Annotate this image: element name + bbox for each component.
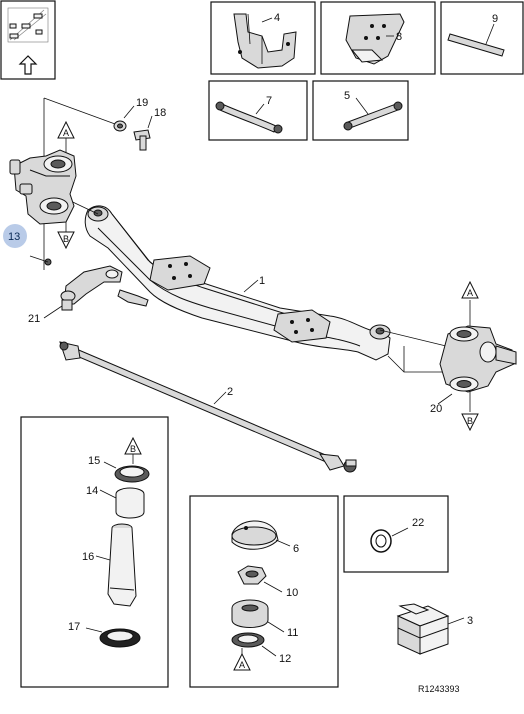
figure-reference-code: R1243393: [418, 684, 460, 694]
package-part-3: 3: [396, 603, 473, 655]
orientation-box: [0, 0, 56, 80]
callout-18: 18: [154, 107, 166, 119]
tie-rod-part-2: 2: [59, 341, 357, 473]
inset-box-9: 9: [440, 1, 524, 75]
marker-b-left: B: [57, 231, 75, 250]
axle-beam-part-1: 1: [84, 205, 391, 361]
callout-17: 17: [68, 621, 80, 633]
callout-10: 10: [286, 587, 298, 599]
steering-knuckle-right: 20: [430, 325, 517, 415]
callout-7: 7: [266, 95, 272, 107]
bearing-kit-box: 6 10 11 12 A: [189, 495, 339, 688]
marker-b-kit-label: B: [130, 444, 136, 454]
callout-22: 22: [412, 517, 424, 529]
marker-b-right: B: [461, 413, 479, 432]
inset-box-8: 8: [320, 1, 436, 75]
callout-8: 8: [396, 31, 402, 43]
marker-a-top-left-label: A: [63, 128, 69, 138]
callout-6: 6: [293, 543, 299, 555]
steering-arm-part-21: 21: [28, 255, 149, 325]
callout-15: 15: [88, 455, 100, 467]
inset-box-4: 4: [210, 1, 316, 75]
callout-2: 2: [227, 386, 233, 398]
callout-12: 12: [279, 653, 291, 665]
callout-9: 9: [492, 13, 498, 25]
callout-11: 11: [287, 627, 298, 639]
arrow-up-icon: [18, 55, 38, 75]
kingpin-kit-box: B 15 14 16 17: [20, 416, 169, 688]
marker-b-left-label: B: [63, 234, 69, 244]
callout-19: 19: [136, 97, 148, 109]
nut-part-19: 19: [113, 97, 148, 132]
callout-1: 1: [259, 275, 265, 287]
callout-14: 14: [86, 485, 98, 497]
marker-b-right-label: B: [467, 416, 473, 426]
marker-a-right: A: [461, 280, 479, 299]
callout-21: 21: [28, 313, 40, 325]
vehicle-chassis-icon: [7, 7, 49, 43]
bolt-part-18: 18: [133, 107, 166, 151]
callout-4: 4: [274, 12, 280, 24]
callout-5: 5: [344, 90, 350, 102]
marker-a-kit-label: A: [239, 660, 245, 670]
callout-16: 16: [82, 551, 94, 563]
washer-box: 22: [343, 495, 449, 573]
callout-3: 3: [467, 615, 473, 627]
callout-13-highlight: 13: [3, 224, 27, 248]
callout-13: 13: [8, 231, 20, 243]
marker-a-kit: A: [233, 648, 251, 671]
marker-a-top-left: A: [57, 120, 75, 139]
inset-box-7: 7: [208, 80, 308, 141]
callout-20: 20: [430, 403, 442, 415]
marker-a-right-label: A: [467, 288, 473, 298]
steering-knuckle-left: [9, 149, 77, 225]
inset-box-5: 5: [312, 80, 409, 141]
